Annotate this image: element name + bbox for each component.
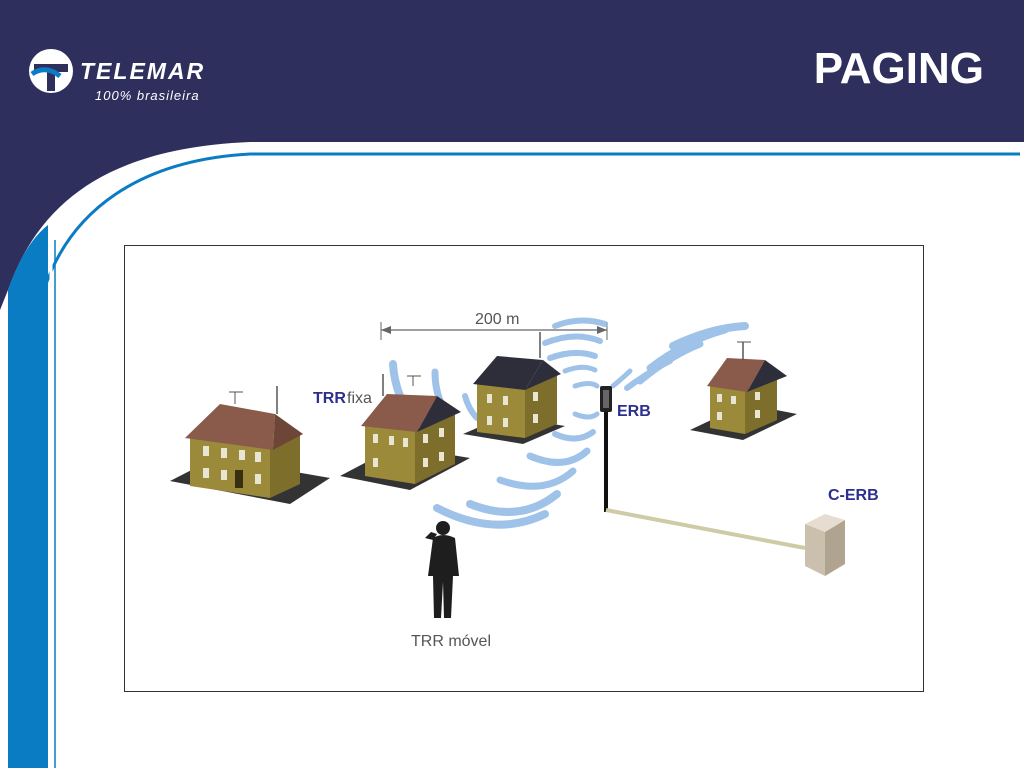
distance-label: 200 m (475, 311, 519, 328)
page-title: PAGING (813, 44, 984, 93)
header-band (0, 0, 1024, 310)
trr-movel-label: TRR móvel (411, 633, 491, 650)
brand-name: TELEMAR (80, 58, 206, 84)
house-4 (690, 341, 797, 440)
trr-fixa-label-prefix: TRR (313, 390, 346, 407)
house-1 (170, 386, 330, 504)
erb-label: ERB (617, 403, 651, 420)
erb-antenna-icon (600, 386, 612, 512)
c-erb-label: C-ERB (828, 487, 879, 504)
house-3 (463, 332, 565, 444)
paging-illustration: 200 m (170, 311, 879, 650)
c-erb-cabinet-icon (805, 514, 845, 576)
person-with-phone-icon (425, 521, 459, 618)
trr-fixa-label-suffix: fixa (347, 390, 372, 407)
blue-accent-line (42, 152, 1020, 291)
telemar-logo-icon (29, 49, 73, 93)
header-swoosh (28, 141, 1022, 292)
paging-diagram: 200 m (124, 245, 924, 692)
brand-tagline: 100% brasileira (95, 88, 200, 103)
distance-arrow (380, 322, 608, 340)
left-blue-bar (8, 225, 48, 768)
house-2 (340, 374, 470, 490)
erb-cable (605, 508, 806, 550)
